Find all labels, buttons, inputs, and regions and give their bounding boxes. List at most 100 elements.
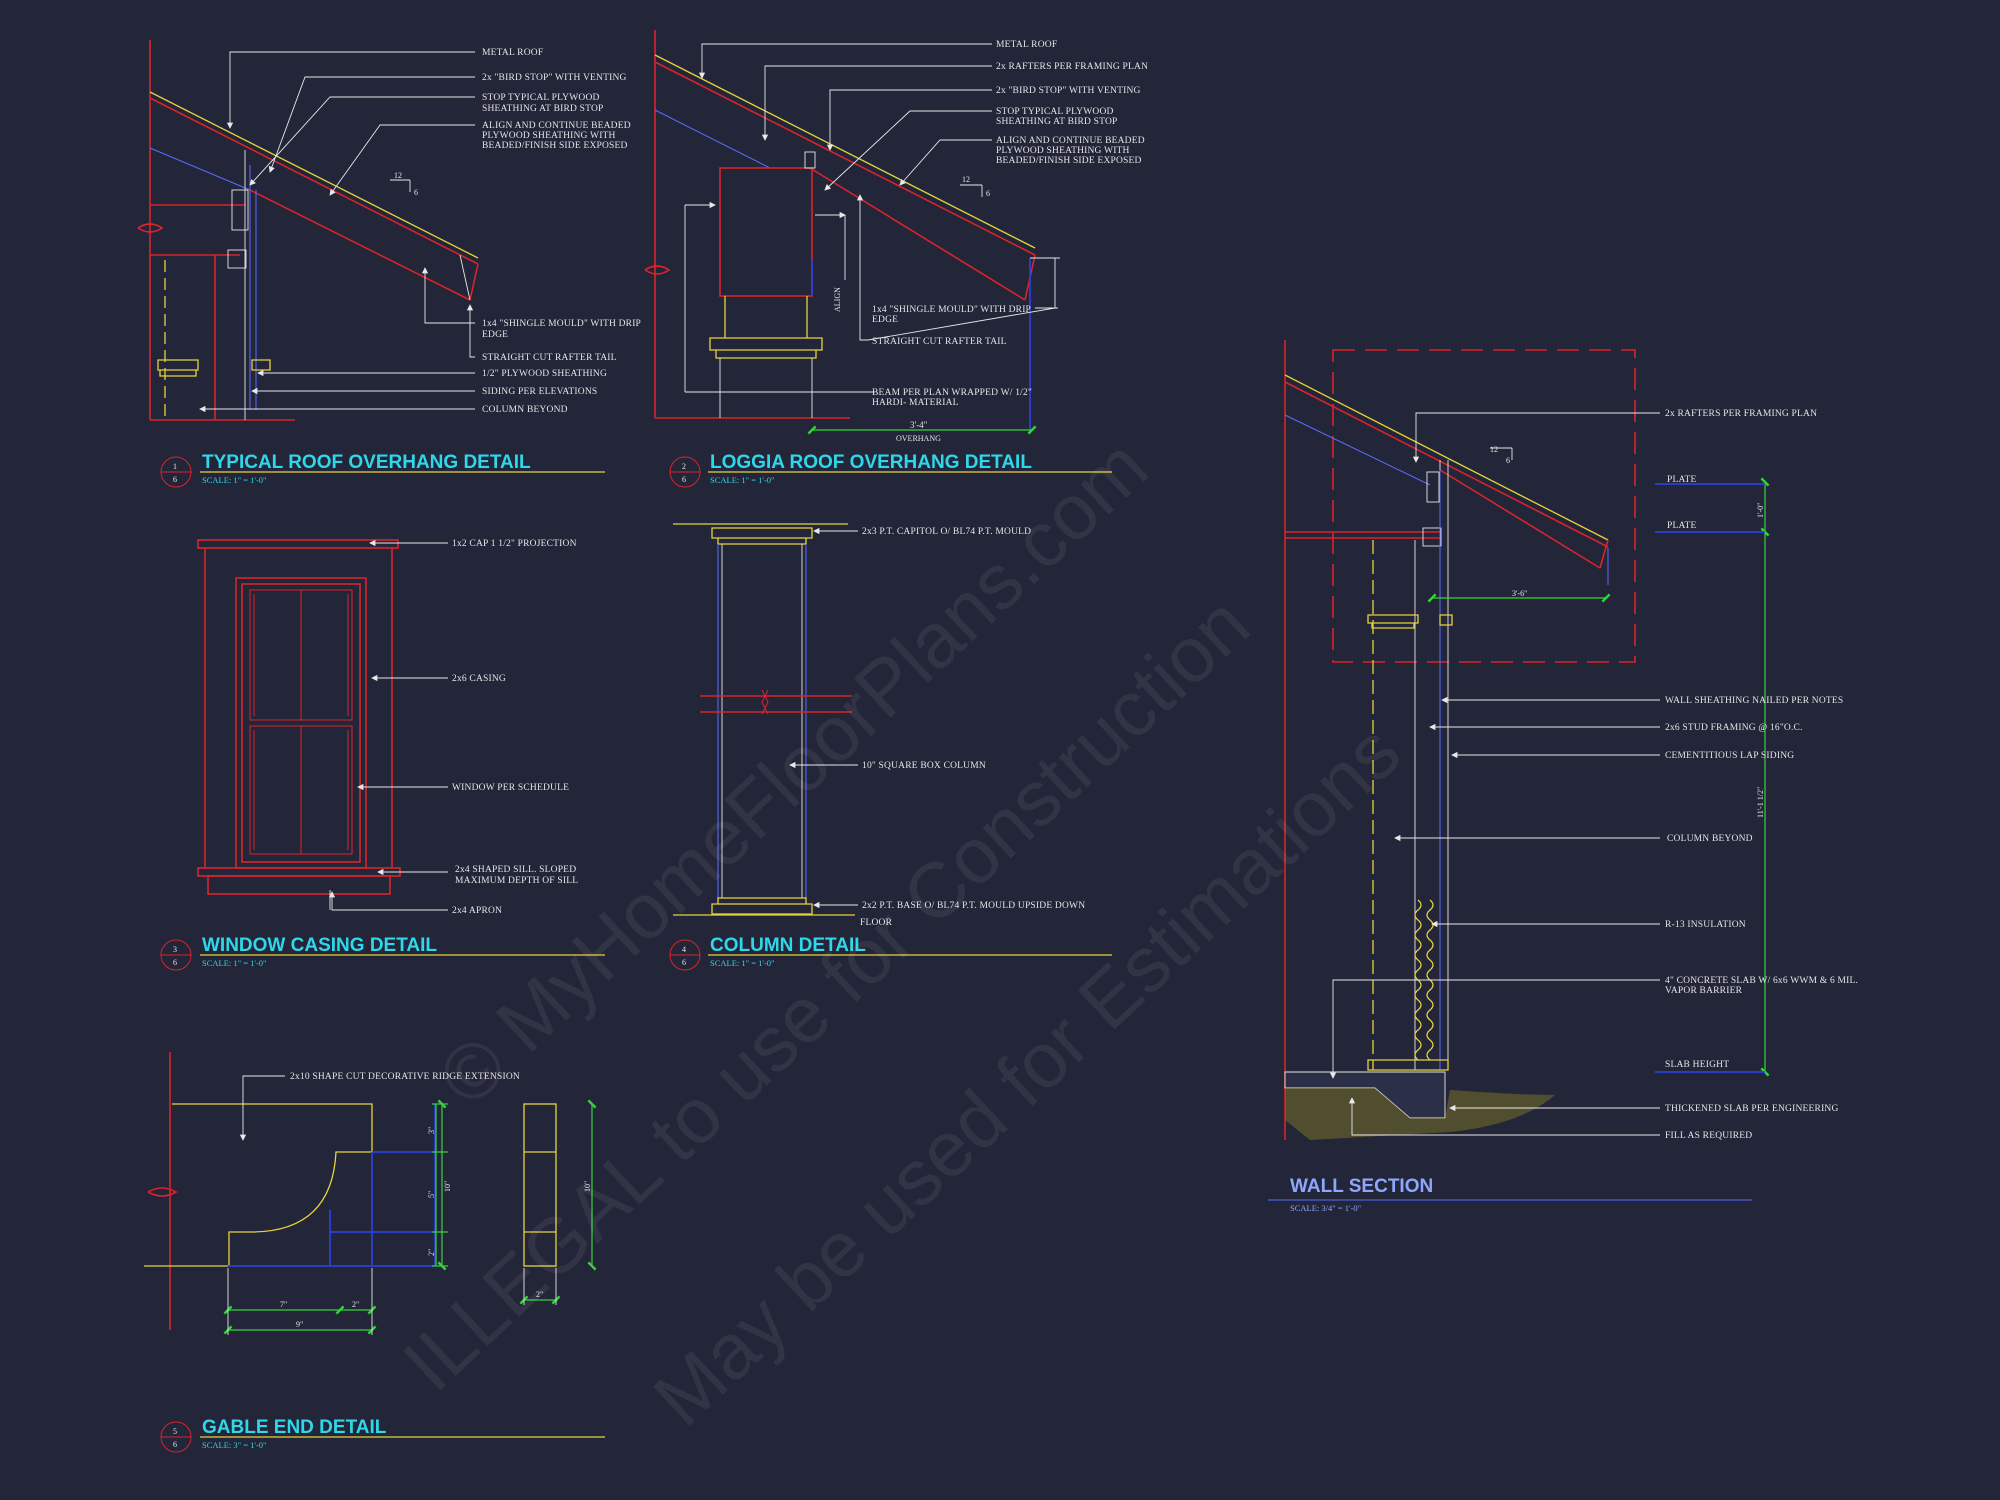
sheet-number: 6 [173,1440,177,1449]
window-linework [197,539,401,910]
dim-2in-c: 2" [536,1290,543,1299]
sheet-number: 6 [173,475,177,484]
detail-number: 4 [682,945,686,954]
note-siding: SIDING PER ELEVATIONS [482,387,597,397]
sheet-number: 6 [682,475,686,484]
note-stop-plywood-1: STOP TYPICAL PLYWOOD [482,93,600,103]
column-linework [673,523,855,916]
leaders [789,527,858,909]
detail-number: 1 [173,462,177,471]
note-slab-1: 4" CONCRETE SLAB W/ 6x6 WWM & 6 MIL. [1665,976,1858,986]
dim-3in: 3" [427,1127,436,1134]
note-sill-2: MAXIMUM DEPTH OF SILL [455,876,578,886]
roof-pitch-rise: 6 [986,189,990,198]
note-capitol: 2x3 P.T. CAPITOL O/ BL74 P.T. MOULD [862,527,1031,537]
title-block-wall-section: WALL SECTION SCALE: 3/4" = 1'-0" [1268,1176,1752,1213]
note-shingle-mould-1: 1x4 "SHINGLE MOULD" WITH DRIP [872,305,1031,315]
note-align-3: BEADED/FINISH SIDE EXPOSED [996,156,1142,166]
note-beam-1: BEAM PER PLAN WRAPPED W/ 1/2" [872,388,1032,398]
section-scale: SCALE: 3/4" = 1'-0" [1290,1203,1361,1213]
note-window: WINDOW PER SCHEDULE [452,783,569,793]
leader [239,1075,285,1141]
detail-scale: SCALE: 1" = 1'-0" [710,475,775,485]
section-title: WALL SECTION [1290,1176,1433,1197]
note-shingle-mould-2: EDGE [872,315,898,325]
title-block-5: 5 6 GABLE END DETAIL SCALE: 3" = 1'-0" [160,1417,605,1453]
roof-pitch-run: 12 [1490,445,1498,454]
detail-number: 5 [173,1427,177,1436]
note-rafter-tail: STRAIGHT CUT RAFTER TAIL [482,353,617,363]
dim-9in: 9" [296,1320,303,1329]
note-rafter-tail: STRAIGHT CUT RAFTER TAIL [872,337,1007,347]
note-slab-2: VAPOR BARRIER [1665,986,1743,996]
sheet-number: 6 [173,958,177,967]
note-cap: 1x2 CAP 1 1/2" PROJECTION [452,539,577,549]
note-column-beyond: COLUMN BEYOND [482,405,568,415]
note-base: 2x2 P.T. BASE O/ BL74 P.T. MOULD UPSIDE … [862,901,1085,911]
note-align-1: ALIGN AND CONTINUE BEADED [996,136,1145,146]
note-sill-1: 2x4 SHAPED SILL. SLOPED [455,865,576,875]
detail-number: 2 [682,462,686,471]
note-stop-plywood-2: SHEATHING AT BIRD STOP [482,104,604,114]
note-stop-plywood-1: STOP TYPICAL PLYWOOD [996,107,1114,117]
detail-title: COLUMN DETAIL [710,935,866,956]
note-apron: 2x4 APRON [452,906,502,916]
dim-wall-height: 11'-1 1/2" [1756,787,1765,818]
dim-10in-end: 10" [583,1181,592,1192]
roof-pitch-run: 12 [394,171,402,180]
note-align-2: PLYWOOD SHEATHING WITH [482,131,616,141]
gable-end-detail: 2x10 SHAPE CUT DECORATIVE RIDGE EXTENSIO… [144,1052,605,1453]
watermark: © MyHomeFloorPlans.com ILLEGAL to use fo… [387,422,1417,1443]
note-align-3: BEADED/FINISH SIDE EXPOSED [482,141,628,151]
note-stud-framing: 2x6 STUD FRAMING @ 16"O.C. [1665,723,1803,733]
dim-overhang: 3'-6" [1512,589,1527,598]
align-label: ALIGN [833,287,842,312]
note-plate-top: PLATE [1667,475,1697,485]
title-block-1: 1 6 TYPICAL ROOF OVERHANG DETAIL SCALE: … [160,452,605,488]
window-casing-detail: 1x2 CAP 1 1/2" PROJECTION 2x6 CASING WIN… [160,539,605,971]
leaders [1329,412,1660,1136]
note-floor: FLOOR [860,918,893,928]
typical-roof-overhang-detail: 12 6 METAL ROOF 2x "BIRD STOP" WITH VENT… [137,40,641,488]
overhang-dimension: 3'-4" [910,420,928,430]
dim-plate: 1'-0" [1756,503,1765,518]
title-block-3: 3 6 WINDOW CASING DETAIL SCALE: 1" = 1'-… [160,935,605,971]
leaders [698,43,1056,341]
note-align-2: PLYWOOD SHEATHING WITH [996,146,1130,156]
note-plate-bottom: PLATE [1667,521,1697,531]
detail-scale: SCALE: 1" = 1'-0" [710,958,775,968]
note-plywood-sheathing: 1/2" PLYWOOD SHEATHING [482,369,607,379]
roof-pitch-rise: 6 [414,188,418,197]
note-metal-roof: METAL ROOF [996,40,1057,50]
dim-10in-overall: 10" [443,1181,452,1192]
loggia-linework [644,30,1060,435]
dim-2in-b: 2" [352,1300,359,1309]
dim-5in: 5" [427,1191,436,1198]
note-bird-stop: 2x "BIRD STOP" WITH VENTING [996,86,1141,96]
leaders [328,539,448,911]
note-lap-siding: CEMENTITIOUS LAP SIDING [1665,751,1794,761]
note-wall-sheathing: WALL SHEATHING NAILED PER NOTES [1665,696,1843,706]
note-rafters: 2x RAFTERS PER FRAMING PLAN [996,62,1148,72]
title-block-4: 4 6 COLUMN DETAIL SCALE: 1" = 1'-0" [669,935,1112,971]
note-align-1: ALIGN AND CONTINUE BEADED [482,121,631,131]
sheet-number: 6 [682,958,686,967]
detail-title: GABLE END DETAIL [202,1417,387,1438]
note-thickened-slab: THICKENED SLAB PER ENGINEERING [1665,1104,1839,1114]
leaders [199,51,475,413]
note-insulation: R-13 INSULATION [1665,920,1746,930]
note-stop-plywood-2: SHEATHING AT BIRD STOP [996,117,1118,127]
detail-title: WINDOW CASING DETAIL [202,935,437,956]
overhang-label: OVERHANG [896,434,941,443]
note-bird-stop: 2x "BIRD STOP" WITH VENTING [482,73,627,83]
dim-2in: 2" [427,1249,436,1256]
roof-overhang-linework [137,40,479,421]
detail-scale: SCALE: 1" = 1'-0" [202,475,267,485]
column-detail: 2x3 P.T. CAPITOL O/ BL74 P.T. MOULD 10" … [669,523,1112,971]
detail-title: LOGGIA ROOF OVERHANG DETAIL [710,452,1032,473]
title-block-2: 2 6 LOGGIA ROOF OVERHANG DETAIL SCALE: 1… [669,452,1112,488]
note-box-column: 10" SQUARE BOX COLUMN [862,761,986,771]
note-metal-roof: METAL ROOF [482,48,543,58]
roof-pitch-run: 12 [962,175,970,184]
